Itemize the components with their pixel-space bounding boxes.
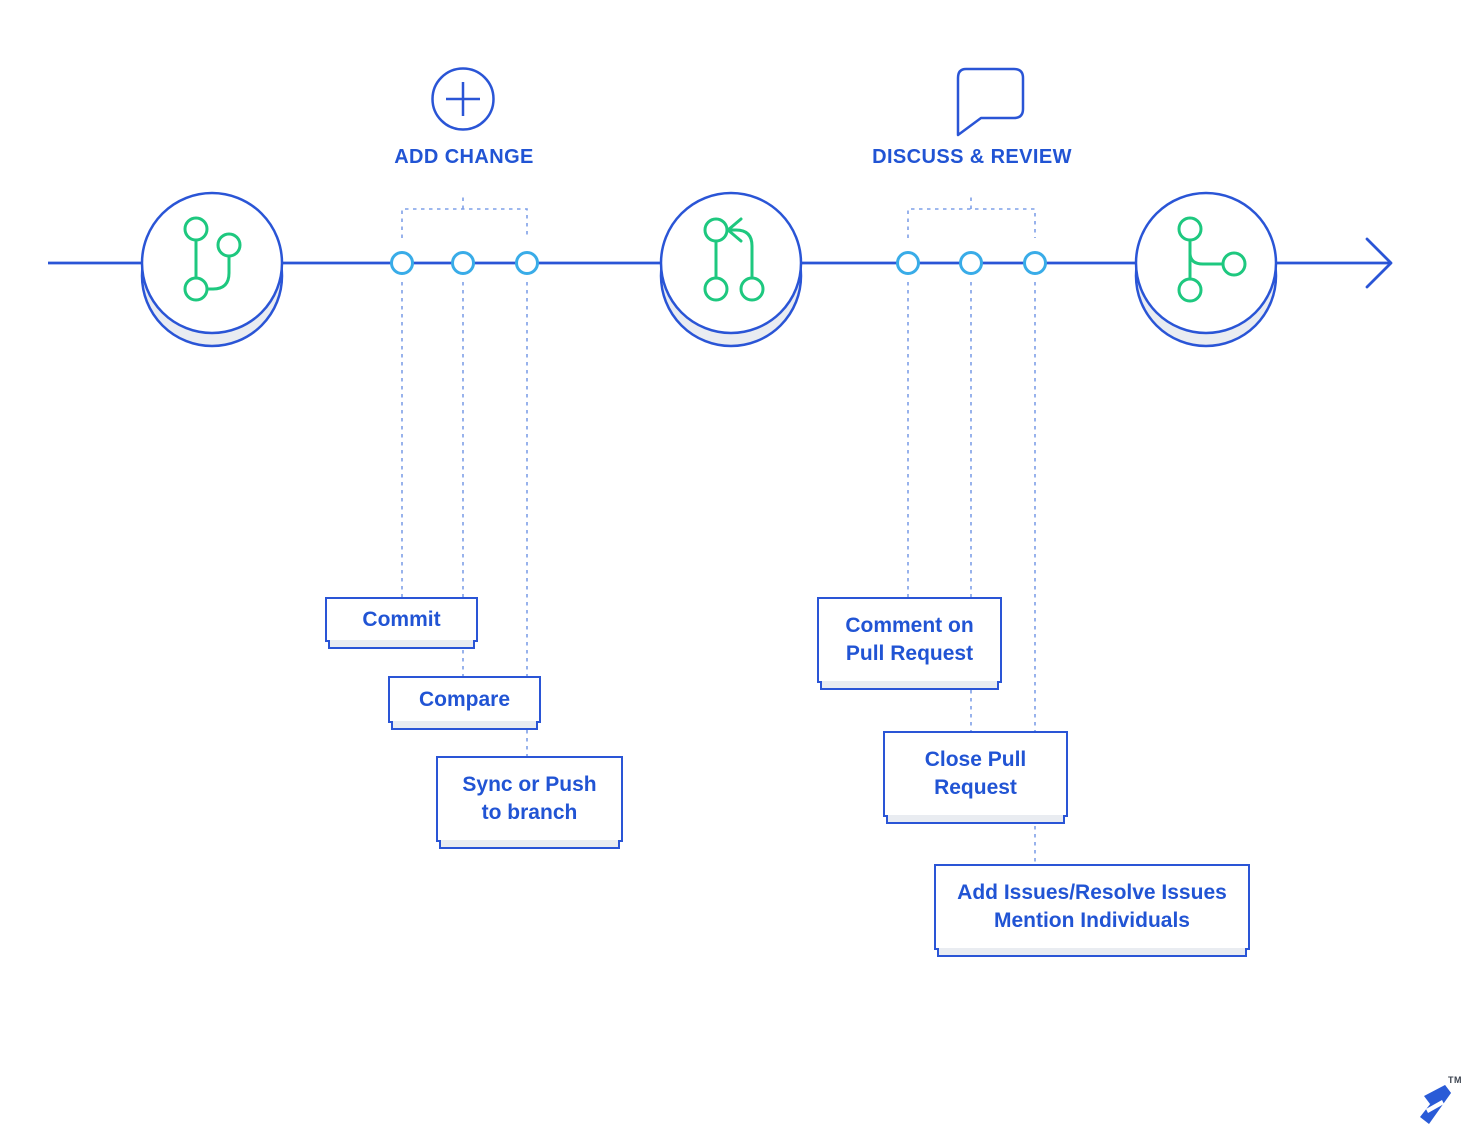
header-discuss-review: DISCUSS & REVIEW (872, 146, 1072, 168)
step-box-close-pr: Close Pull Request (883, 731, 1068, 824)
step-box-comment-pr: Comment on Pull Request (817, 597, 1002, 690)
milestone-end-circle (1134, 191, 1278, 348)
step-label: Mention Individuals (993, 909, 1190, 932)
header-add-change: ADD CHANGE (394, 146, 534, 168)
step-box-add-issues: Add Issues/Resolve Issues Mention Indivi… (934, 864, 1250, 957)
toptal-logo-icon (1420, 1085, 1451, 1124)
git-branch-icon (1177, 216, 1247, 303)
step-box-sync-push: Sync or Push to branch (436, 756, 623, 849)
node-dot (451, 251, 475, 275)
trademark-label: TM (1448, 1075, 1461, 1085)
step-label: Compare (418, 687, 511, 711)
milestone-middle-circle (659, 191, 803, 348)
node-dot (390, 251, 414, 275)
speech-bubble-icon (956, 67, 1025, 137)
bracket-add-change (401, 208, 528, 238)
plus-circle-icon (431, 67, 495, 131)
bracket-discuss-review (907, 208, 1036, 238)
git-pull-request-icon (703, 217, 765, 302)
timeline-nodes (390, 251, 1047, 275)
step-label: Sync or Push (462, 773, 597, 796)
node-dot (959, 251, 983, 275)
step-box-commit: Commit (325, 597, 478, 649)
step-label: Commit (362, 607, 441, 631)
milestone-circle (140, 191, 284, 335)
step-label: Close Pull (924, 748, 1027, 771)
step-label: Comment on (845, 614, 974, 637)
node-dot (896, 251, 920, 275)
step-label: Pull Request (845, 642, 974, 665)
timeline-arrow-icon (1365, 237, 1393, 289)
node-dot (515, 251, 539, 275)
step-box-compare: Compare (388, 676, 541, 730)
step-label: Request (934, 776, 1017, 799)
toptal-logo: TM (1414, 1075, 1461, 1127)
git-checkout-branch-icon (183, 216, 242, 302)
milestone-circle (659, 191, 803, 335)
milestone-start-circle (140, 191, 284, 348)
step-label: to branch (481, 801, 578, 824)
step-label: Add Issues/Resolve Issues (957, 881, 1227, 904)
node-dot (1023, 251, 1047, 275)
